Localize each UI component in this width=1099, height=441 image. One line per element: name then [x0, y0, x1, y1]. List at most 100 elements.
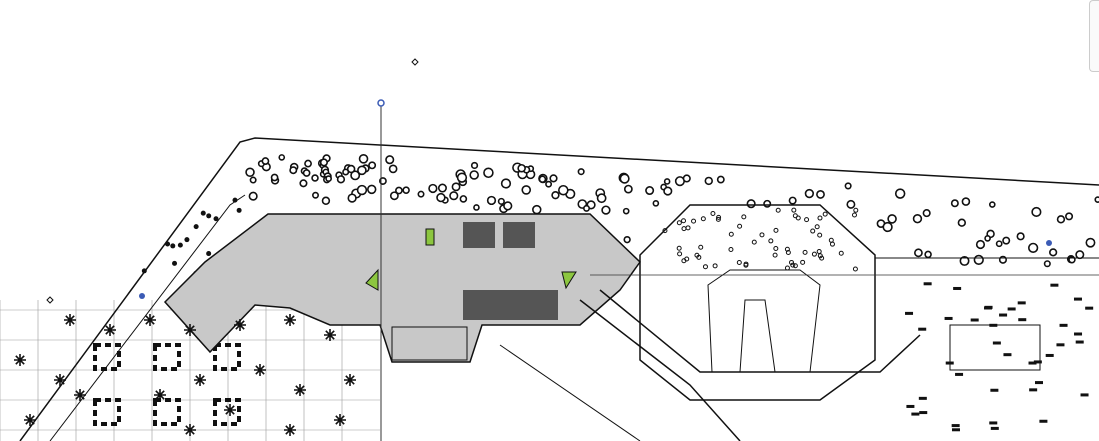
- tree-symbol: [1043, 260, 1051, 268]
- tree-symbol: [816, 249, 822, 255]
- tree-symbol: [851, 212, 857, 218]
- furniture-symbol: [1074, 332, 1083, 336]
- tree-symbol: [302, 169, 311, 177]
- furniture-symbol: [1075, 340, 1084, 344]
- tree-symbol: [663, 186, 673, 196]
- palm-symbol: [284, 424, 296, 436]
- palm-symbol: [104, 324, 116, 336]
- canopy-grid: [391, 326, 468, 361]
- tree-symbol: [311, 174, 319, 182]
- tree-symbol: [773, 246, 779, 252]
- tree-symbol: [289, 166, 298, 175]
- palm-symbol: [184, 324, 196, 336]
- furniture-symbol: [951, 428, 960, 432]
- planter-symbol: [213, 398, 241, 426]
- section-marker[interactable]: [377, 99, 385, 107]
- tree-symbol: [959, 255, 970, 266]
- tree-symbol: [775, 207, 781, 213]
- tree-symbol: [804, 217, 810, 223]
- tree-symbol: [325, 175, 332, 182]
- tree-symbol: [486, 195, 497, 206]
- tree-symbol: [1031, 206, 1042, 218]
- tree-symbol: [790, 262, 796, 268]
- tree-symbol: [236, 207, 242, 213]
- furniture-symbol: [989, 421, 998, 425]
- furniture-symbol: [1073, 297, 1082, 301]
- tree-symbol: [1085, 237, 1096, 248]
- tree-symbol: [206, 213, 212, 219]
- tree-symbol: [346, 164, 356, 174]
- tree-symbol: [623, 235, 631, 244]
- palm-symbol: [144, 314, 156, 326]
- palm-symbol: [64, 314, 76, 326]
- furniture-symbol: [1045, 353, 1054, 357]
- tree-symbol: [746, 199, 756, 209]
- furniture-symbol: [1059, 323, 1068, 327]
- tree-symbol: [1065, 212, 1074, 221]
- tree-symbol: [193, 224, 199, 230]
- furniture-symbol: [1029, 388, 1038, 392]
- tree-symbol: [710, 210, 716, 216]
- furniture-symbol: [984, 306, 993, 310]
- tree-symbol: [473, 204, 480, 211]
- palm-symbol: [14, 354, 26, 366]
- tree-symbol: [772, 252, 778, 258]
- planter-symbol: [213, 343, 241, 371]
- tree-symbol: [694, 252, 700, 258]
- tree-symbol: [763, 199, 772, 208]
- palm-symbol: [24, 414, 36, 426]
- tree-symbol: [817, 253, 823, 259]
- side-panel-edge[interactable]: [1089, 0, 1099, 72]
- tree-symbol: [887, 214, 897, 224]
- tree-symbol: [894, 188, 906, 199]
- planter-symbol: [93, 343, 121, 371]
- tree-symbol: [698, 244, 704, 250]
- furniture-symbol: [1017, 301, 1026, 305]
- north-marker-icon[interactable]: [411, 58, 419, 66]
- furniture-symbol: [1003, 353, 1012, 357]
- east-block: [949, 324, 1041, 371]
- palm-symbol: [344, 374, 356, 386]
- tree-symbol: [619, 173, 630, 184]
- green-element-1: [365, 268, 379, 291]
- tree-symbol: [437, 183, 447, 193]
- furniture-symbol: [992, 341, 1001, 345]
- furniture-symbol: [1085, 306, 1094, 310]
- palm-symbol: [254, 364, 266, 376]
- tree-symbol: [395, 186, 403, 195]
- tree-symbol: [682, 174, 691, 183]
- tree-symbol: [882, 221, 893, 233]
- tree-symbol: [347, 193, 357, 203]
- tree-symbol: [975, 239, 986, 250]
- tree-symbol: [712, 263, 718, 269]
- inner-boundary: [49, 194, 246, 441]
- tree-symbol: [1075, 250, 1085, 260]
- tree-symbol: [995, 240, 1003, 248]
- tree-symbol: [784, 265, 790, 271]
- tree-symbol: [321, 196, 331, 205]
- furniture-symbol: [906, 404, 915, 408]
- tree-symbol: [715, 216, 721, 222]
- tree-symbols: [93, 154, 1099, 432]
- tree-symbol: [728, 231, 734, 237]
- tree-symbol: [358, 154, 369, 164]
- octagon-court: [639, 204, 876, 401]
- tree-symbol: [702, 264, 708, 270]
- tree-symbol: [470, 161, 479, 170]
- tree-symbol: [517, 163, 526, 173]
- tree-symbol: [356, 184, 368, 196]
- tree-symbol: [700, 216, 706, 222]
- furniture-symbol: [999, 313, 1008, 317]
- tree-symbol: [449, 191, 459, 201]
- grid-marker-east[interactable]: [1046, 240, 1052, 246]
- tree-symbol: [751, 239, 757, 245]
- tree-symbol: [914, 248, 923, 258]
- tree-symbol: [716, 214, 722, 220]
- tree-symbol: [500, 178, 512, 189]
- point-marker-icon[interactable]: [46, 296, 54, 304]
- tree-symbol: [737, 223, 743, 229]
- tree-symbol: [456, 172, 468, 183]
- tree-symbol: [645, 185, 655, 196]
- grid-marker[interactable]: [139, 293, 145, 299]
